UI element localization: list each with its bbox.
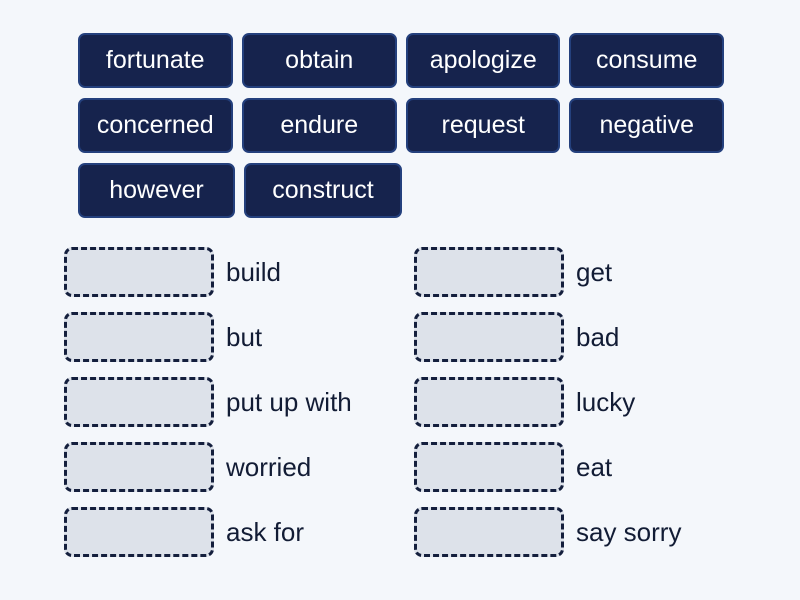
answer-row: but (64, 312, 414, 362)
word-tile-label: consume (596, 46, 698, 74)
word-tile-label: apologize (429, 46, 537, 74)
drop-zone-build[interactable] (64, 247, 214, 297)
drop-zone-eat[interactable] (414, 442, 564, 492)
answer-column-right: get bad lucky eat say sorry (414, 247, 764, 572)
answer-label-bad: bad (576, 322, 620, 352)
word-tile-negative[interactable]: negative (569, 98, 724, 153)
word-tile-apologize[interactable]: apologize (405, 33, 561, 88)
word-tile-endure[interactable]: endure (241, 98, 397, 153)
answer-row: lucky (414, 377, 764, 427)
answer-row: ask for (64, 507, 414, 557)
drop-zone-worried[interactable] (64, 442, 214, 492)
answer-row: eat (414, 442, 764, 492)
drop-zone-bad[interactable] (414, 312, 564, 362)
word-tile-label: construct (272, 176, 374, 204)
word-tile-label: request (441, 111, 525, 139)
answer-label-get: get (576, 257, 613, 287)
answer-label-eat: eat (576, 452, 613, 482)
answer-row: build (64, 247, 414, 297)
word-bank-row: fortunate obtain apologize consume (78, 33, 724, 88)
drop-zone-say-sorry[interactable] (414, 507, 564, 557)
answer-label-say-sorry: say sorry (576, 517, 682, 547)
answer-area: build but put up with worried ask for ge… (64, 247, 764, 572)
answer-label-worried: worried (226, 452, 312, 482)
answer-row: bad (414, 312, 764, 362)
drop-zone-lucky[interactable] (414, 377, 564, 427)
word-bank: fortunate obtain apologize consume conce… (78, 33, 724, 228)
word-tile-fortunate[interactable]: fortunate (78, 33, 233, 88)
answer-row: get (414, 247, 764, 297)
word-tile-obtain[interactable]: obtain (241, 33, 397, 88)
answer-label-build: build (226, 257, 281, 287)
word-tile-label: obtain (285, 46, 354, 74)
answer-row: worried (64, 442, 414, 492)
drop-zone-put-up-with[interactable] (64, 377, 214, 427)
answer-row: say sorry (414, 507, 764, 557)
word-tile-label: concerned (96, 111, 214, 139)
answer-label-but: but (226, 322, 263, 352)
answer-label-ask-for: ask for (226, 517, 305, 547)
drop-zone-get[interactable] (414, 247, 564, 297)
drop-zone-ask-for[interactable] (64, 507, 214, 557)
word-bank-row: however construct (78, 163, 724, 218)
word-bank-row: concerned endure request negative (78, 98, 724, 153)
answer-row: put up with (64, 377, 414, 427)
word-tile-consume[interactable]: consume (569, 33, 724, 88)
word-tile-request[interactable]: request (405, 98, 561, 153)
answer-column-left: build but put up with worried ask for (64, 247, 414, 572)
word-tile-construct[interactable]: construct (244, 163, 402, 218)
word-tile-label: endure (280, 111, 359, 139)
answer-label-put-up-with: put up with (226, 387, 352, 417)
word-tile-concerned[interactable]: concerned (78, 98, 233, 153)
word-tile-label: fortunate (105, 46, 205, 74)
drop-zone-but[interactable] (64, 312, 214, 362)
word-tile-however[interactable]: however (78, 163, 235, 218)
word-tile-label: however (109, 176, 204, 204)
answer-label-lucky: lucky (576, 387, 636, 417)
word-tile-label: negative (599, 111, 694, 139)
